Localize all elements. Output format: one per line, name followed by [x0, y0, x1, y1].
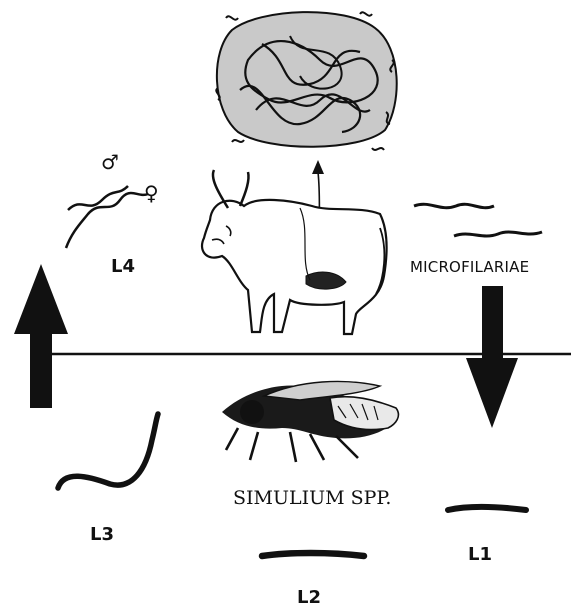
- down-arrow-icon: [466, 286, 518, 428]
- female-worm-icon: [66, 193, 148, 248]
- worm-nodule-icon: [216, 12, 396, 150]
- microfilariae-label: MICROFILARIAE: [410, 258, 529, 276]
- l3-label: L3: [90, 524, 114, 545]
- male-symbol: ♂: [101, 150, 119, 174]
- l4-label: L4: [111, 256, 135, 277]
- microfilariae-worms: [414, 204, 542, 236]
- l4-adult-worms: [66, 186, 148, 248]
- blackfly-icon: [222, 381, 398, 462]
- l2-label: L2: [297, 587, 321, 608]
- microfilaria-worm-icon: [414, 204, 494, 207]
- simulium-label: SIMULIUM SPP.: [233, 487, 391, 509]
- migration-arrowhead-icon: [312, 160, 324, 174]
- zebu-cattle-icon: [202, 170, 387, 334]
- female-symbol: ♀: [144, 181, 159, 205]
- microfilaria-worm-icon: [454, 232, 542, 236]
- l1-label: L1: [468, 544, 492, 565]
- l2-larva-icon: [262, 553, 364, 556]
- up-arrow-icon: [14, 264, 68, 408]
- l1-larva-icon: [448, 507, 526, 510]
- l3-larva-icon: [58, 414, 158, 488]
